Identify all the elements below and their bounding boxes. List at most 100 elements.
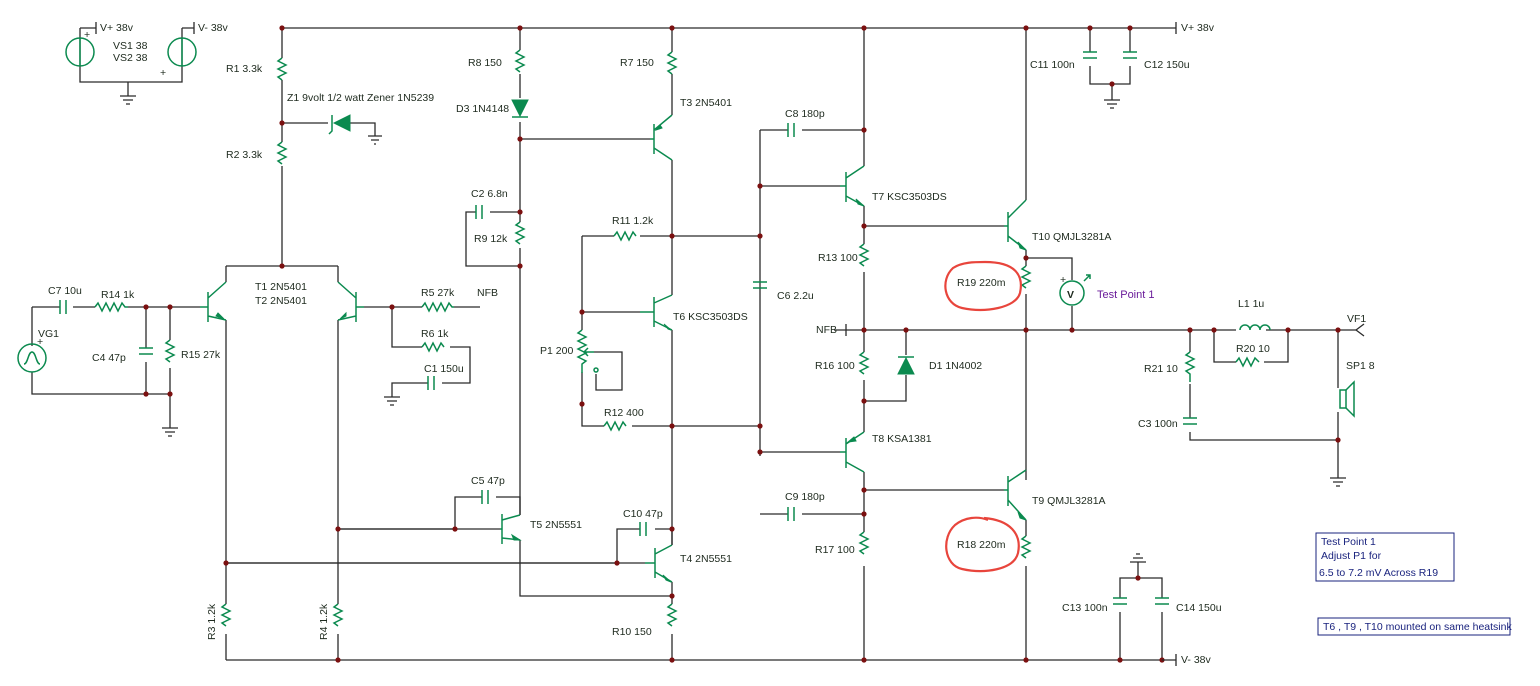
- sp1-speaker: [1339, 380, 1355, 418]
- note-adjust-line-1: Test Point 1: [1321, 536, 1376, 548]
- vpos-flag: [80, 22, 97, 34]
- label-c7: C7 10u: [48, 285, 82, 297]
- capacitors: [59, 51, 1197, 605]
- label-vneg-src: V- 38v: [198, 22, 229, 34]
- label-r13: R13 100: [818, 252, 858, 264]
- label-r15: R15 27k: [181, 349, 221, 361]
- label-r7: R7 150: [620, 57, 654, 69]
- junction-dots: [143, 25, 1341, 663]
- label-t3: T3 2N5401: [680, 97, 732, 109]
- label-t9: T9 QMJL3281A: [1032, 495, 1106, 507]
- voltmeter-letter: V: [1067, 289, 1074, 301]
- voltmeter-icon: +: [1059, 274, 1091, 306]
- label-vs2: VS2 38: [113, 52, 148, 64]
- svg-text:+: +: [1060, 274, 1066, 286]
- label-t4: T4 2N5551: [680, 553, 732, 565]
- highlight-circles: [944, 260, 1022, 573]
- note-adjust-line-3: 6.5 to 7.2 mV Across R19: [1319, 567, 1438, 579]
- label-r4: R4 1.2k: [318, 603, 330, 640]
- label-r1: R1 3.3k: [226, 63, 263, 75]
- note-adjust-line-2: Adjust P1 for: [1321, 550, 1382, 562]
- label-z1: Z1 9volt 1/2 watt Zener 1N5239: [287, 92, 434, 104]
- label-c4: C4 47p: [92, 352, 126, 364]
- label-p1: P1 200: [540, 345, 573, 357]
- label-c11: C11 100n: [1030, 59, 1075, 71]
- label-nfb-in: NFB: [816, 324, 837, 336]
- label-r6: R6 1k: [421, 328, 449, 340]
- t10-transistor: [1004, 199, 1027, 251]
- label-c2: C2 6.8n: [471, 188, 508, 200]
- label-c10: C10 47p: [623, 508, 663, 520]
- label-nfb-out: NFB: [477, 287, 498, 299]
- label-r18: R18 220m: [957, 539, 1006, 551]
- label-sp1: SP1 8: [1346, 360, 1375, 372]
- p1-potentiometer: [576, 329, 599, 373]
- t1-transistor: [200, 281, 227, 322]
- d3-diode: [511, 99, 529, 118]
- label-vneg-rail: V- 38v: [1181, 654, 1212, 666]
- t2-transistor: [337, 281, 364, 322]
- component-labels: V+ 38v V- 38v VS1 38 VS2 38 V+ 38v V- 38…: [38, 22, 1375, 666]
- label-r14: R14 1k: [101, 289, 135, 301]
- svg-text:+: +: [84, 29, 90, 41]
- svg-text:+: +: [37, 336, 43, 348]
- label-r5: R5 27k: [421, 287, 455, 299]
- label-r3: R3 1.2k: [206, 603, 218, 640]
- t9-transistor: [1004, 469, 1027, 521]
- vg1-source: +: [17, 336, 47, 373]
- t7-transistor: [840, 165, 865, 207]
- label-r8: R8 150: [468, 57, 502, 69]
- label-r17: R17 100: [815, 544, 855, 556]
- t4-transistor: [645, 544, 673, 583]
- label-c6: C6 2.2u: [777, 290, 814, 302]
- svg-text:+: +: [160, 67, 166, 79]
- label-r2: R2 3.3k: [226, 149, 263, 161]
- l1-inductor: [1239, 324, 1271, 331]
- label-c12: C12 150u: [1144, 59, 1190, 71]
- label-t5: T5 2N5551: [530, 519, 582, 531]
- label-c9: C9 180p: [785, 491, 825, 503]
- label-t6: T6 KSC3503DS: [673, 311, 748, 323]
- label-r12: R12 400: [604, 407, 644, 419]
- t3-transistor: [650, 114, 673, 161]
- label-t10: T10 QMJL3281A: [1032, 231, 1111, 243]
- rail-flags: [834, 22, 1365, 666]
- label-c13: C13 100n: [1062, 602, 1108, 614]
- ground-symbols: [120, 95, 1346, 563]
- label-test-point: Test Point 1: [1097, 289, 1154, 301]
- label-vf1: VF1: [1347, 313, 1366, 325]
- label-d3: D3 1N4148: [456, 103, 509, 115]
- t8-transistor: [840, 431, 865, 473]
- label-c5: C5 47p: [471, 475, 505, 487]
- label-c14: C14 150u: [1176, 602, 1222, 614]
- label-c8: C8 180p: [785, 108, 825, 120]
- label-t2: T2 2N5401: [255, 295, 307, 307]
- label-vg1: VG1: [38, 328, 59, 340]
- label-r20: R20 10: [1236, 343, 1270, 355]
- label-l1: L1 1u: [1238, 298, 1264, 310]
- label-vpos-rail: V+ 38v: [1181, 22, 1215, 34]
- label-r9: R9 12k: [474, 233, 508, 245]
- label-r11: R11 1.2k: [612, 215, 654, 227]
- label-r10: R10 150: [612, 626, 652, 638]
- vs2-source: +: [160, 37, 197, 79]
- label-vpos-src: V+ 38v: [100, 22, 134, 34]
- d1-diode: [897, 356, 915, 375]
- t5-transistor: [500, 514, 522, 544]
- label-t8: T8 KSA1381: [872, 433, 932, 445]
- label-r21: R21 10: [1144, 363, 1178, 375]
- label-r16: R16 100: [815, 360, 855, 372]
- label-t7: T7 KSC3503DS: [872, 191, 947, 203]
- vneg-flag: [182, 22, 195, 34]
- label-r19: R19 220m: [957, 277, 1006, 289]
- heatsink-note-box: [1317, 617, 1511, 636]
- label-d1: D1 1N4002: [929, 360, 982, 372]
- z1-zener: [328, 114, 351, 135]
- resistors: [94, 49, 1260, 627]
- t6-transistor: [640, 294, 673, 331]
- wires: [31, 27, 1356, 661]
- label-t1: T1 2N5401: [255, 281, 307, 293]
- label-c3: C3 100n: [1138, 418, 1178, 430]
- label-c1: C1 150u: [424, 363, 464, 375]
- vs1-source: +: [65, 29, 95, 67]
